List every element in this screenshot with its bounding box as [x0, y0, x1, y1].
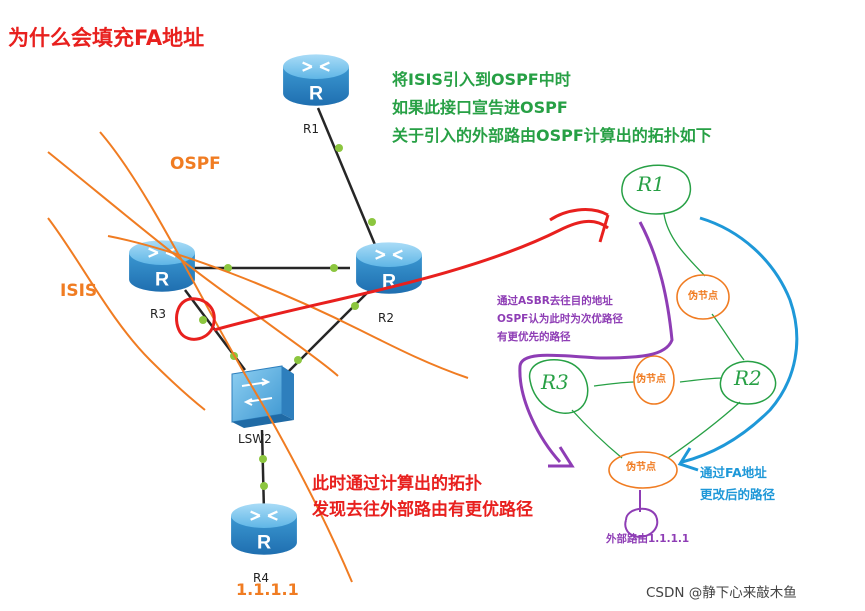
boundary-curve-c: [47, 151, 339, 377]
pseudo-node-label-middle: 伪节点: [636, 374, 666, 385]
device-label-r3: R3: [150, 307, 166, 321]
green-note-line-1: 将ISIS引入到OSPF中时: [392, 70, 571, 89]
purple-note-line-2: OSPF认为此时为次优路径: [497, 313, 623, 325]
purple-arrow-head: [548, 446, 575, 468]
green-note-line-3: 关于引入的外部路由OSPF计算出的拓扑如下: [392, 126, 712, 145]
sketch-label-r3: R3: [541, 370, 569, 394]
blue-path: [681, 216, 799, 464]
purple-note-line-1: 通过ASBR去往目的地址: [497, 295, 613, 307]
external-route-label: 外部路由1.1.1.1: [606, 533, 690, 545]
blue-note-line-1: 通过FA地址: [700, 465, 767, 480]
pseudo-node-top: [676, 274, 730, 320]
device-label-r1: R1: [303, 122, 319, 136]
area-label-isis: ISIS: [60, 281, 98, 301]
sketch-label-r1: R1: [637, 172, 665, 196]
router-r1-icon: [281, 53, 351, 107]
topology-sketch: [518, 164, 799, 538]
blue-arrow-head: [677, 447, 699, 472]
purple-note-line-3: 有更优先的路径: [497, 331, 571, 343]
page-title: 为什么会填充FA地址: [8, 26, 205, 50]
device-label-r4: R4: [253, 571, 269, 585]
sketch-node-r3: [528, 359, 589, 414]
r4-address: 1.1.1.1: [236, 580, 299, 599]
external-route-node: [624, 507, 659, 538]
sketch-node-r1: [621, 164, 692, 215]
area-boundaries: [47, 131, 469, 583]
blue-note-line-2: 更改后的路径: [700, 487, 776, 502]
red-arrow: [213, 220, 609, 332]
area-label-ospf: OSPF: [170, 154, 221, 174]
sketch-label-r2: R2: [734, 366, 762, 390]
link-dots: [199, 144, 376, 490]
sketch-node-r2: [719, 360, 777, 405]
red-arrow-head: [549, 208, 610, 243]
link-r1-r2: [316, 107, 380, 253]
purple-path: [518, 221, 674, 464]
red-note-line-2: 发现去往外部路由有更优路径: [312, 500, 533, 520]
pseudo-node-label-bottom: 伪节点: [626, 462, 656, 473]
interface-highlight-circle: [175, 297, 216, 341]
red-note-line-1: 此时通过计算出的拓扑: [312, 474, 482, 494]
pseudo-node-middle: [633, 355, 675, 405]
boundary-curve-a: [99, 131, 353, 583]
pseudo-node-label-top: 伪节点: [688, 291, 718, 302]
watermark: CSDN @静下心来敲木鱼: [646, 585, 797, 601]
device-label-r2: R2: [378, 311, 394, 325]
router-r4-icon: [229, 502, 299, 556]
pseudo-node-bottom: [608, 451, 678, 489]
switch-lsw2-icon: [231, 365, 294, 428]
green-note-line-2: 如果此接口宣告进OSPF: [392, 98, 568, 117]
boundary-curve-b: [107, 235, 469, 379]
device-label-lsw2: LSW2: [238, 432, 272, 446]
link-lsw2-r4: [260, 429, 266, 513]
boundary-curve-d: [47, 217, 206, 411]
